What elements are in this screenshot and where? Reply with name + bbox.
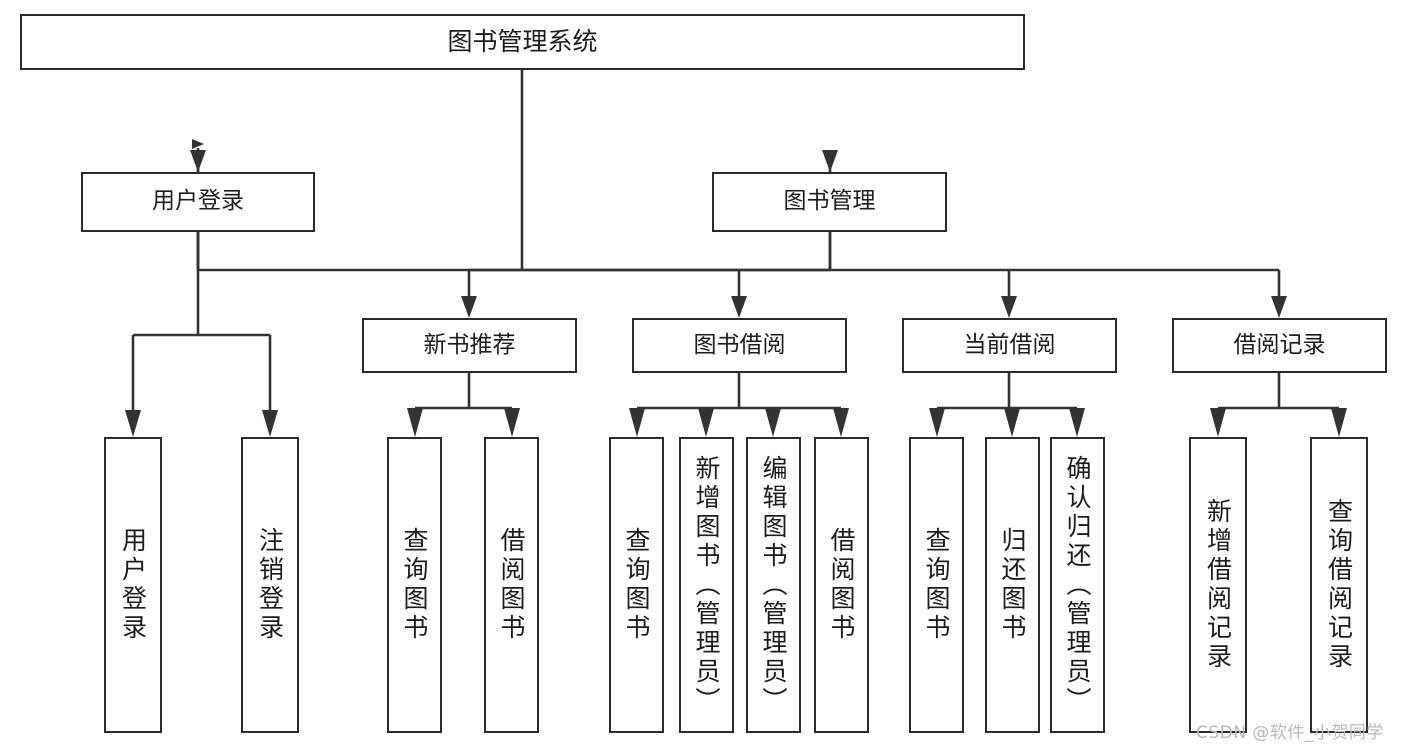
node-leaf-query-borrow-record[interactable]: 查询借阅记录	[1310, 437, 1368, 733]
node-borrow-record[interactable]: 借阅记录	[1172, 318, 1387, 373]
node-leaf-confirm-return[interactable]: 确认归还（管理员）	[1050, 437, 1105, 733]
node-label: 编辑图书（管理员）	[759, 454, 788, 716]
node-label: 图书管理系统	[447, 27, 598, 57]
arrowhead-leaf-query-book-3	[929, 408, 945, 437]
node-label: 新增借阅记录	[1203, 498, 1233, 672]
node-label: 借阅图书	[497, 527, 526, 643]
node-label: 新增图书（管理员）	[692, 454, 721, 716]
arrowhead-new-book-recommend	[461, 296, 477, 318]
node-label: 图书管理	[783, 188, 876, 215]
node-book-manage[interactable]: 图书管理	[712, 172, 947, 232]
node-leaf-return-book[interactable]: 归还图书	[985, 437, 1040, 733]
node-label: 查询借阅记录	[1324, 498, 1354, 672]
arrowhead-leaf-query-book-2	[629, 408, 645, 437]
node-label: 图书借阅	[693, 331, 786, 358]
arrowhead-leaf-query-book-1	[407, 408, 423, 437]
node-label: 查询图书	[400, 527, 429, 643]
node-book-management-system[interactable]: 图书管理系统	[20, 14, 1025, 70]
node-leaf-edit-book[interactable]: 编辑图书（管理员）	[746, 437, 801, 733]
node-leaf-query-book-1[interactable]: 查询图书	[387, 437, 442, 733]
arrowhead-leaf-add-record	[1210, 408, 1226, 437]
node-leaf-add-borrow-record[interactable]: 新增借阅记录	[1189, 437, 1247, 733]
arrowhead-current-borrow	[1001, 296, 1017, 318]
arrowhead-borrow-record	[1271, 296, 1287, 318]
node-label: 查询图书	[922, 527, 951, 643]
csdn-watermark: CSDN @软件_小贺同学	[1196, 723, 1384, 743]
arrowhead-leaf-return-book	[1004, 408, 1020, 437]
node-label: 用户登录	[118, 527, 148, 643]
node-label: 确认归还（管理员）	[1063, 454, 1092, 716]
arrowhead-leaf-borrow-book-1	[504, 408, 520, 437]
arrowhead-leaf-edit-book	[765, 408, 781, 437]
node-leaf-query-book-2[interactable]: 查询图书	[609, 437, 664, 733]
node-label: 借阅记录	[1233, 331, 1326, 358]
node-label: 注销登录	[255, 527, 285, 643]
node-leaf-borrow-book-2[interactable]: 借阅图书	[814, 437, 869, 733]
arrowhead-leaf-user-login	[125, 410, 141, 437]
arrowhead-leaf-logout-login	[262, 410, 278, 437]
node-current-borrow[interactable]: 当前借阅	[902, 318, 1117, 373]
node-book-borrow[interactable]: 图书借阅	[632, 318, 847, 373]
node-label: 归还图书	[998, 527, 1027, 643]
node-leaf-add-book[interactable]: 新增图书（管理员）	[679, 437, 734, 733]
node-new-book-recommend[interactable]: 新书推荐	[362, 318, 577, 373]
node-user-login[interactable]: 用户登录	[81, 172, 315, 232]
connector-arrowheads	[125, 150, 1347, 437]
node-label: 当前借阅	[963, 331, 1056, 358]
node-leaf-logout-login[interactable]: 注销登录	[241, 437, 299, 733]
node-leaf-query-book-3[interactable]: 查询图书	[909, 437, 964, 733]
arrowhead-leaf-query-record	[1331, 408, 1347, 437]
node-label: 新书推荐	[423, 331, 516, 358]
node-leaf-user-login[interactable]: 用户登录	[104, 437, 162, 733]
arrowhead-leaf-borrow-book-2	[833, 408, 849, 437]
arrowhead-leaf-add-book	[698, 408, 714, 437]
node-label: 查询图书	[622, 527, 651, 643]
arrowhead-book-manage	[822, 150, 838, 172]
node-label: 用户登录	[152, 188, 244, 215]
arrowhead-book-borrow	[731, 296, 747, 318]
arrowhead-user-login	[190, 150, 206, 172]
node-leaf-borrow-book-1[interactable]: 借阅图书	[484, 437, 539, 733]
arrowhead-leaf-confirm-return	[1069, 408, 1085, 437]
node-label: 借阅图书	[827, 527, 856, 643]
